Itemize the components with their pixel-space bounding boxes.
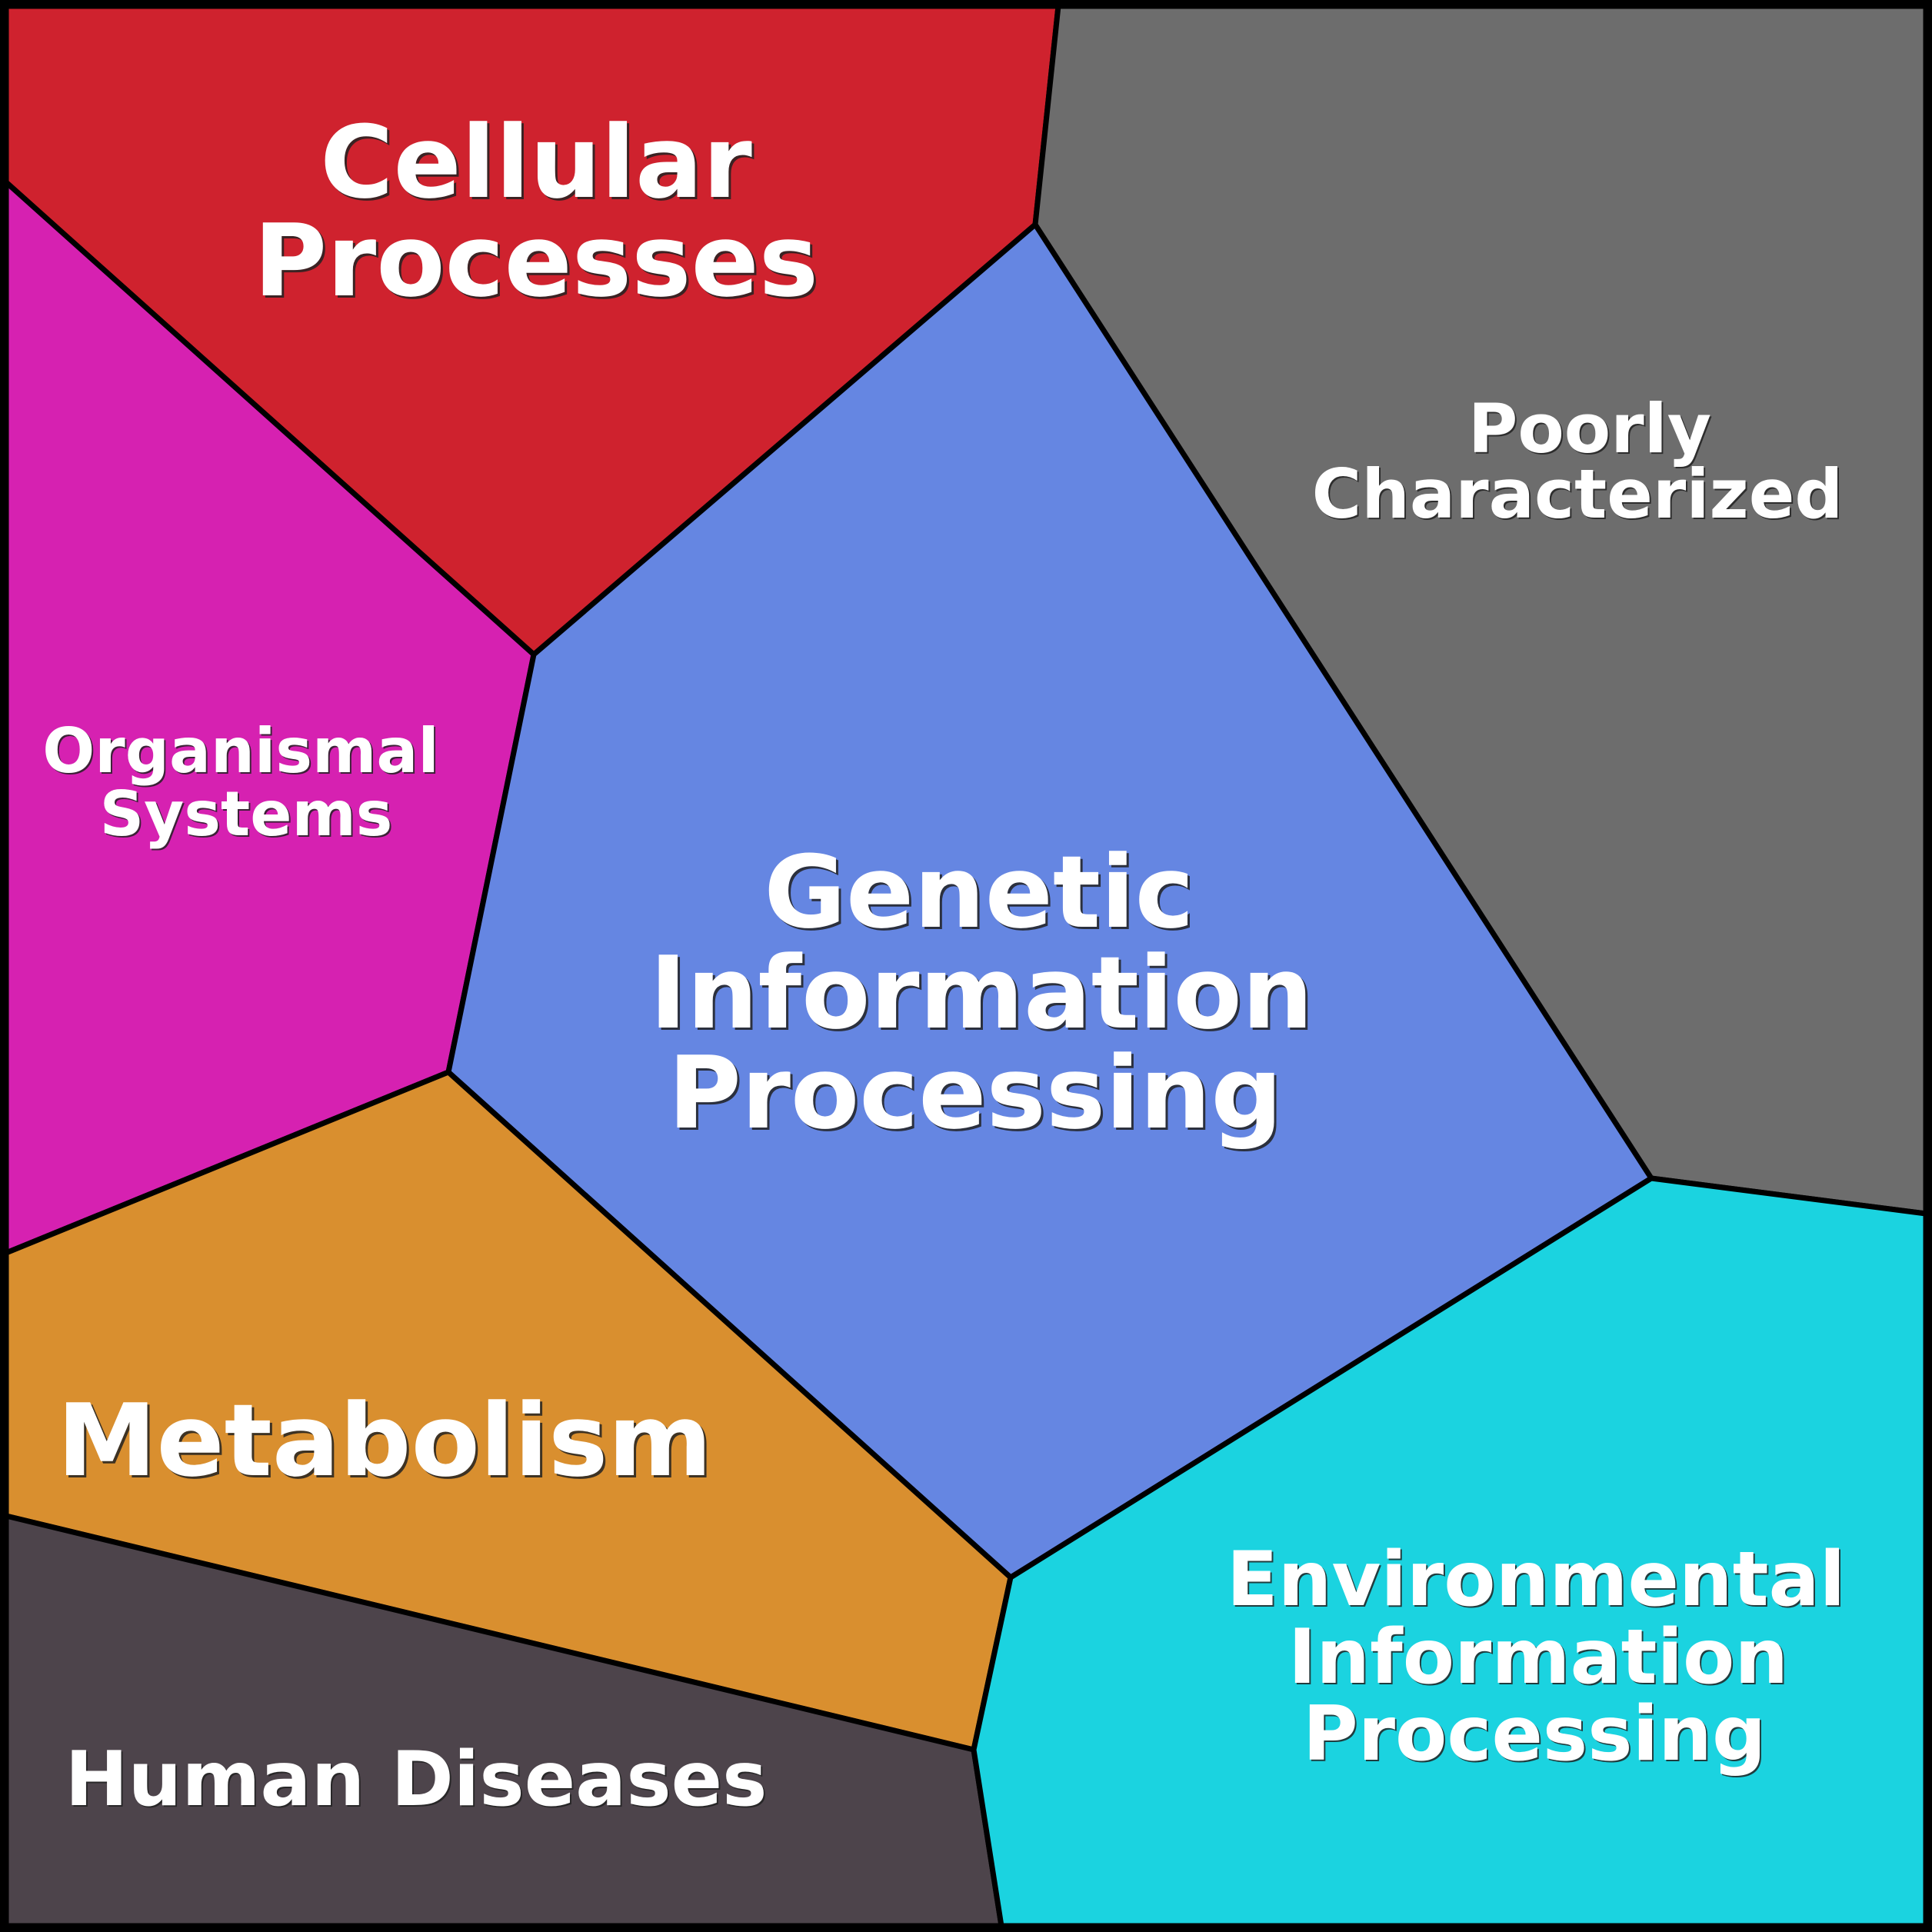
label-line: Information: [650, 934, 1314, 1051]
label-shadow: Characterized: [1314, 456, 1845, 535]
label-line: Environmental: [1227, 1536, 1846, 1624]
label-line: Cellular: [320, 104, 752, 221]
label-shadow: Information: [652, 937, 1316, 1054]
label-shadow: Systems: [102, 780, 395, 851]
label-line: Organismal: [42, 715, 438, 787]
label-shadow: Information: [1290, 1615, 1790, 1703]
label-shadow: Human Diseases: [67, 1737, 769, 1825]
label-line: Genetic: [764, 834, 1194, 951]
label-line: Processing: [668, 1034, 1283, 1151]
label-shadow: Metabolism: [59, 1384, 715, 1501]
label-line: Processing: [1303, 1690, 1766, 1778]
label-line: Metabolism: [57, 1382, 712, 1499]
label-shadow: Poorly: [1470, 391, 1713, 470]
label-poorly-characterized: Poorly Poorly Characterized Characterize…: [1312, 389, 1845, 535]
label-organismal-systems: Organismal Organismal Systems Systems: [42, 715, 440, 851]
label-shadow: Processing: [671, 1037, 1285, 1154]
label-cellular-processes: Cellular Cellular Processes Processes: [254, 104, 821, 321]
label-human-diseases: Human Diseases Human Diseases: [65, 1736, 769, 1825]
label-shadow: Genetic: [766, 836, 1196, 953]
label-shadow: Cellular: [322, 106, 754, 223]
label-environmental-information-processing: Environmental Environmental Information …: [1227, 1536, 1847, 1780]
label-shadow: Processes: [256, 205, 821, 321]
label-line: Information: [1288, 1614, 1788, 1701]
label-line: Poorly: [1468, 389, 1711, 468]
label-line: Characterized: [1312, 455, 1844, 534]
label-shadow: Processing: [1304, 1692, 1767, 1780]
label-metabolism: Metabolism Metabolism: [57, 1382, 715, 1501]
label-line: Processes: [254, 202, 818, 319]
label-line: Systems: [100, 778, 393, 850]
label-line: Human Diseases: [65, 1736, 768, 1824]
label-genetic-information-processing: Genetic Genetic Information Information …: [650, 834, 1316, 1154]
label-shadow: Organismal: [44, 717, 440, 788]
label-shadow: Environmental: [1228, 1537, 1847, 1625]
